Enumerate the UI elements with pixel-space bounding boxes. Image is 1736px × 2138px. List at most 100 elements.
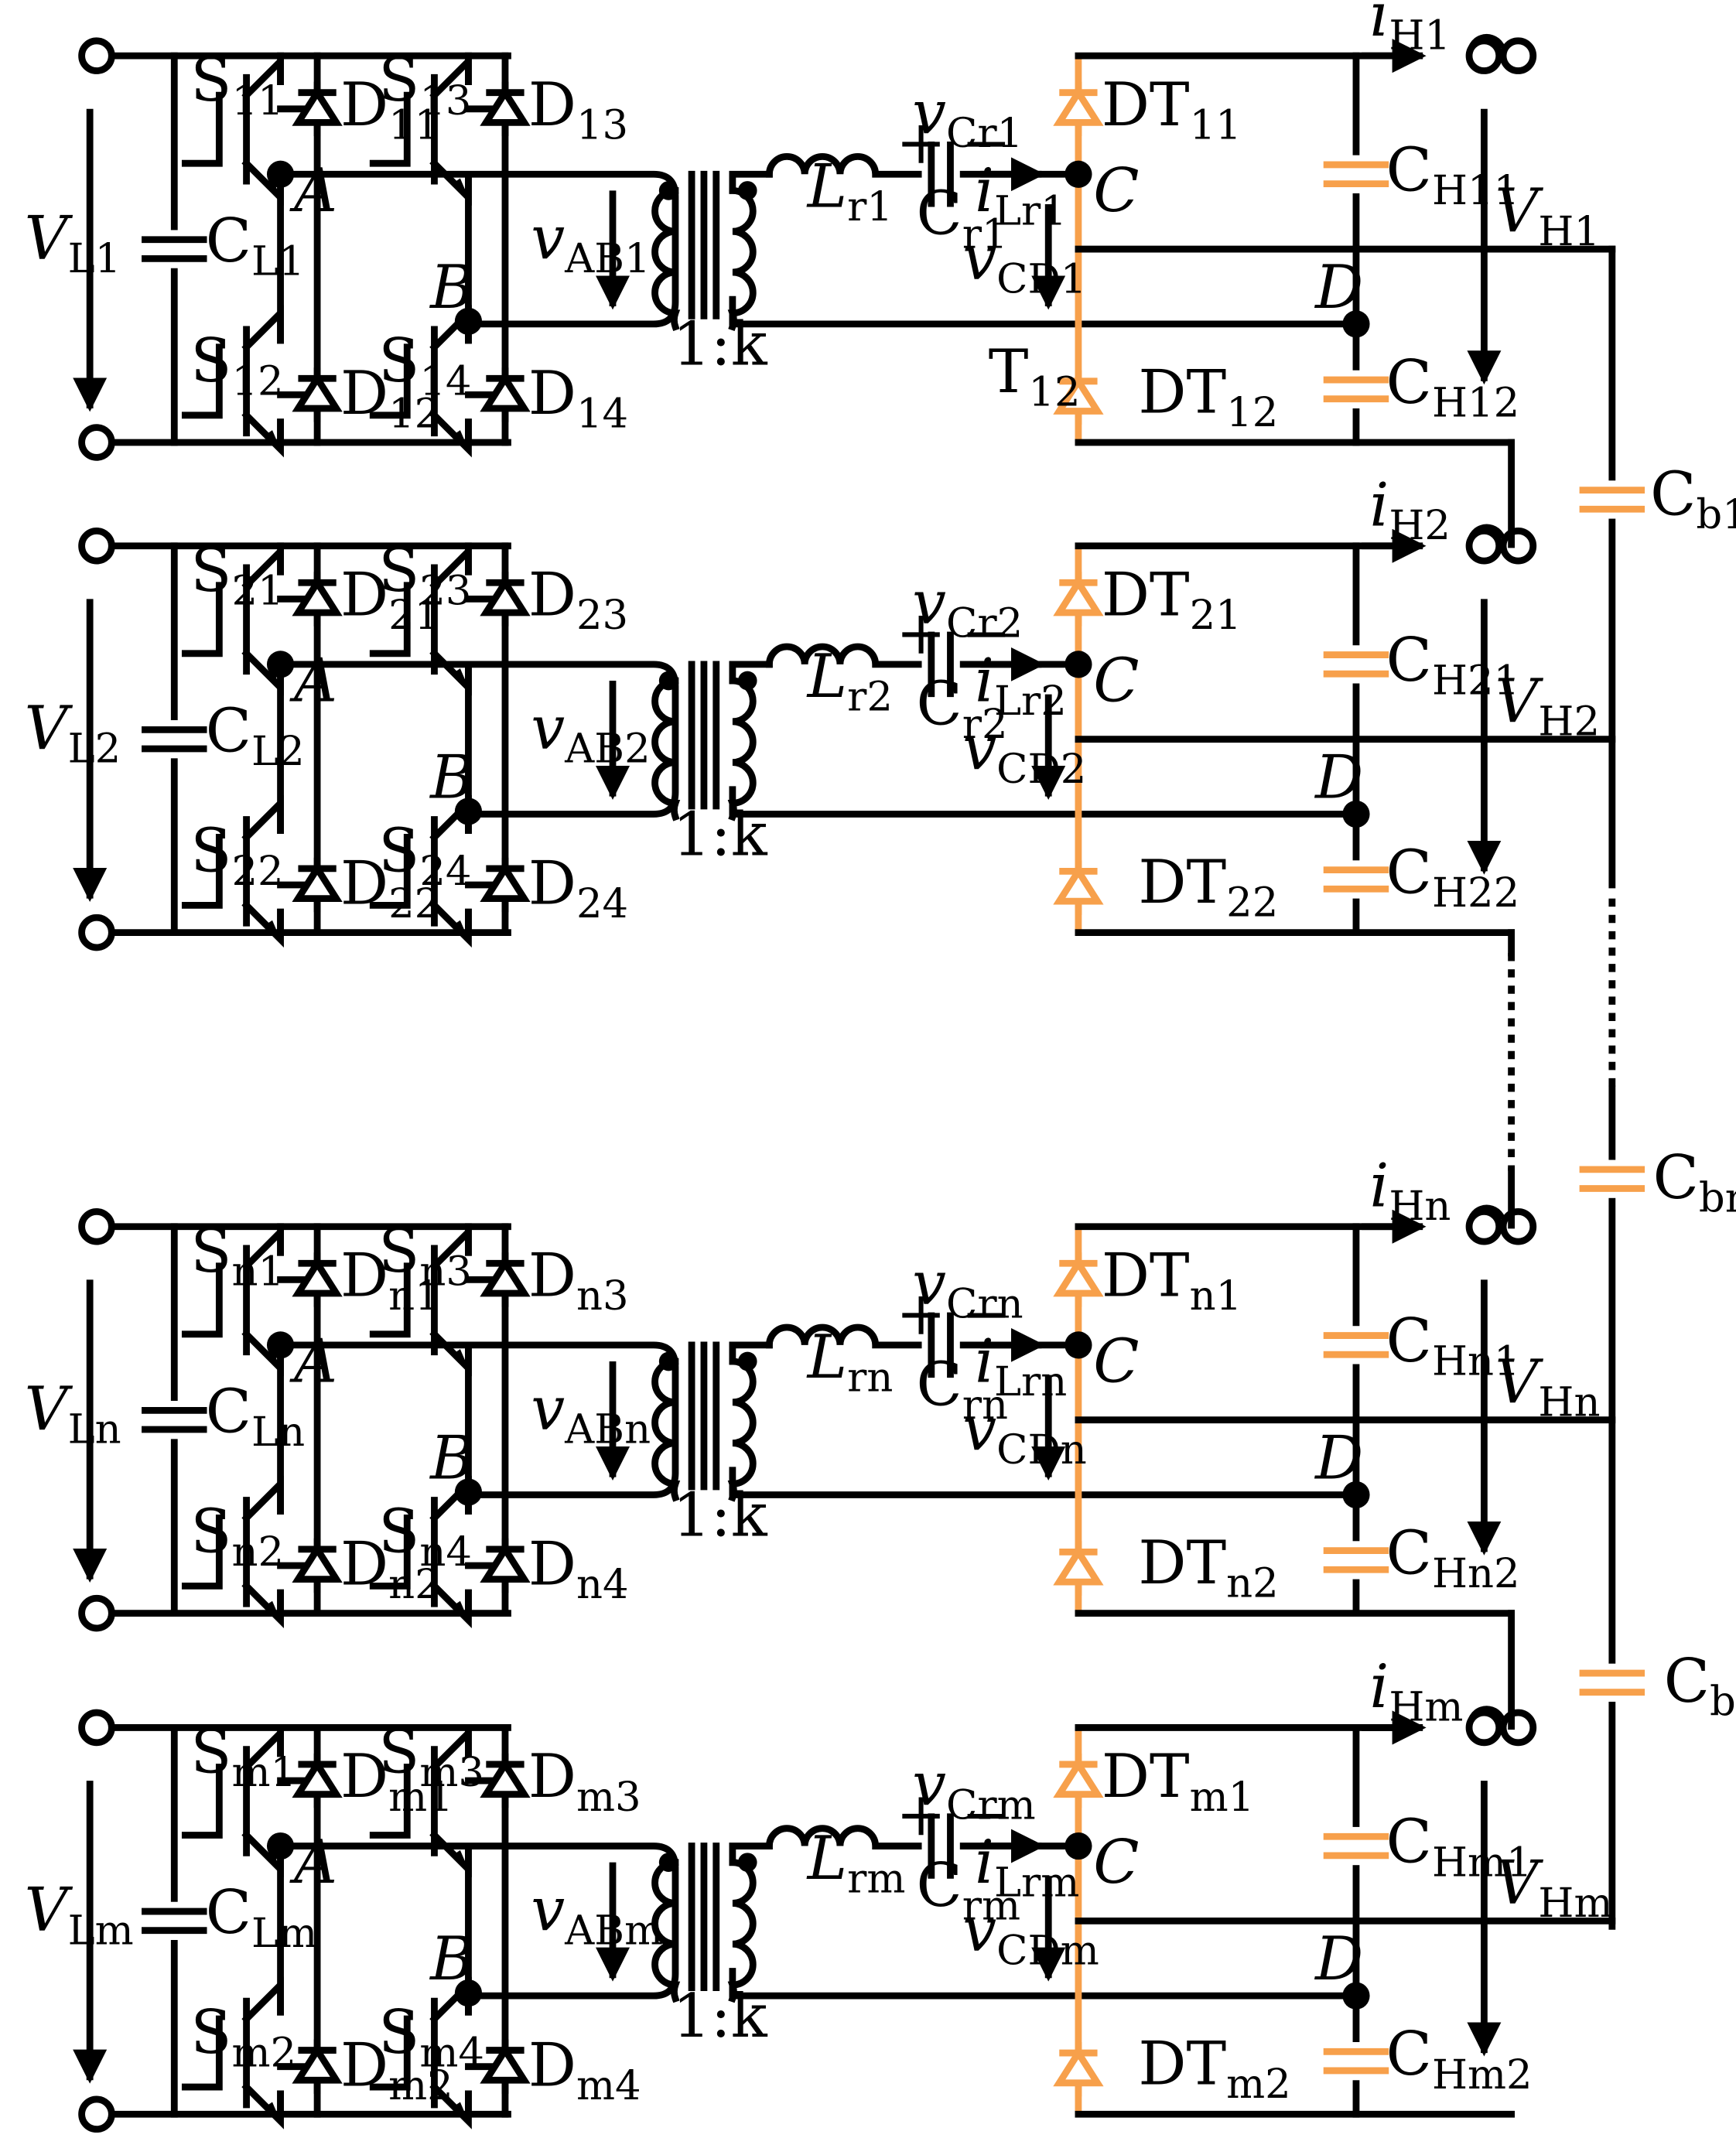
rectifier-diode-top [1053,572,1104,627]
vcd-label: vCD1 [962,224,1086,303]
diode-2 [292,857,343,913]
terminal [1499,37,1537,74]
switch-1-label: Sn1 [190,1217,284,1296]
output-voltage-label: VH2 [1495,667,1600,746]
input-capacitor-label: CL1 [206,207,305,285]
vcr-label: vCr2 [912,569,1023,647]
node-b-label: B [429,253,474,323]
node-d-label: D [1314,1423,1363,1493]
terminal [1465,1207,1503,1245]
minus-sign: − [962,599,1012,668]
input-capacitor [138,1901,210,1940]
junction-dot [1064,160,1092,188]
output-capacitor-bottom-label: CHn2 [1386,1519,1520,1598]
terminal [78,37,115,74]
output-capacitor-bottom-label: CH22 [1386,838,1520,917]
input-voltage-label: VL2 [25,694,121,773]
input-voltage-label: VLm [25,1876,134,1955]
diode-3 [480,81,531,136]
output-current-label: iHm [1370,1652,1464,1731]
diode-2 [292,2039,343,2094]
junction-dot [266,651,295,678]
junction-dot [1342,800,1370,828]
transformer [651,1341,757,1502]
terminal [1465,1709,1503,1747]
junction-dot [266,160,295,188]
diode-2-label: Dn2 [340,1530,441,1609]
blocking-capacitor-n-1 [1577,1160,1648,1198]
terminal [1499,1709,1537,1747]
diode-4-label: D14 [528,359,628,438]
diode-4-label: Dn4 [528,1530,629,1609]
junction-dot [454,797,483,825]
plus-sign: + [896,1780,946,1849]
diode-2-label: D22 [340,849,440,928]
diode-3-label: D23 [528,561,628,640]
terminal [78,527,115,565]
blocking-bus: Cb1Cbn-1Cbn [1508,245,1736,1930]
switch-1-label: Sm1 [190,1718,296,1797]
vcr-label: vCr1 [912,78,1023,157]
rectifier-diode-bottom [1053,2041,1104,2097]
transformer-ratio-label: 1:k [672,310,767,380]
vab-label: vAB2 [531,694,650,773]
diode-1 [292,81,343,136]
plus-sign: + [896,1279,946,1349]
rectifier-diode-top [1053,1252,1104,1307]
transformer [651,1843,757,2003]
output-voltage-label: VHn [1495,1347,1600,1426]
output-capacitor-top [1321,1326,1392,1364]
input-capacitor [138,230,210,268]
transformer [651,170,757,332]
rectifier-diode-bottom [1053,860,1104,915]
output-capacitor-top [1321,1826,1392,1866]
switch-3-label: Sn3 [378,1217,472,1296]
terminal [78,2095,115,2133]
ilr-label: iLrn [975,1327,1067,1405]
input-capacitor-label: CLn [206,1378,305,1457]
terminal [1499,1207,1537,1245]
diode-1 [292,572,343,627]
vab-label: vAB1 [531,203,650,282]
output-capacitor-bottom [1321,1541,1392,1580]
switch-1 [181,543,284,696]
capacitor-label: Crm [916,1851,1020,1930]
terminal [1465,527,1503,565]
diode-3-label: D13 [528,70,628,149]
capacitor-label: Cr1 [916,179,1007,258]
output-capacitor-top [1321,645,1392,684]
minus-sign: − [962,108,1012,178]
vcd-label: vCDn [962,1395,1086,1474]
junction-dot [1064,1331,1092,1359]
diode-1-label: D11 [340,70,440,149]
diode-1 [292,1753,343,1808]
inductor-label: Lrn [806,1323,894,1402]
switch-4-label: S24 [378,816,471,895]
switch-3 [369,543,472,696]
rectifier-diode-bottom [1053,370,1104,425]
input-voltage-label: VLn [25,1375,121,1453]
terminal [1499,527,1537,565]
node-c-label: C [1093,646,1139,716]
resonant-capacitor [921,138,960,210]
rectifier-diode-top [1053,1753,1104,1808]
switch-2-label: S12 [190,326,283,405]
capacitor-label: Crn [916,1350,1008,1429]
output-capacitor-top-label: CHn1 [1386,1306,1520,1385]
vcr-label: vCrn [912,1249,1023,1328]
rectifier-diode-top-label: DT21 [1102,561,1242,640]
junction-dot [266,1832,295,1860]
minus-sign: − [962,1279,1012,1349]
node-c-label: C [1093,156,1139,226]
blocking-capacitor-n [1577,1663,1648,1702]
switch-2-label: S22 [190,816,283,895]
output-voltage-label: VHm [1495,1848,1612,1927]
diode-3 [480,1753,531,1808]
node-b-label: B [429,1925,474,1994]
vab-label: vABm [531,1876,663,1955]
rectifier-diode-bottom-label: DT22 [1138,848,1278,927]
node-c-label: C [1093,1828,1139,1897]
